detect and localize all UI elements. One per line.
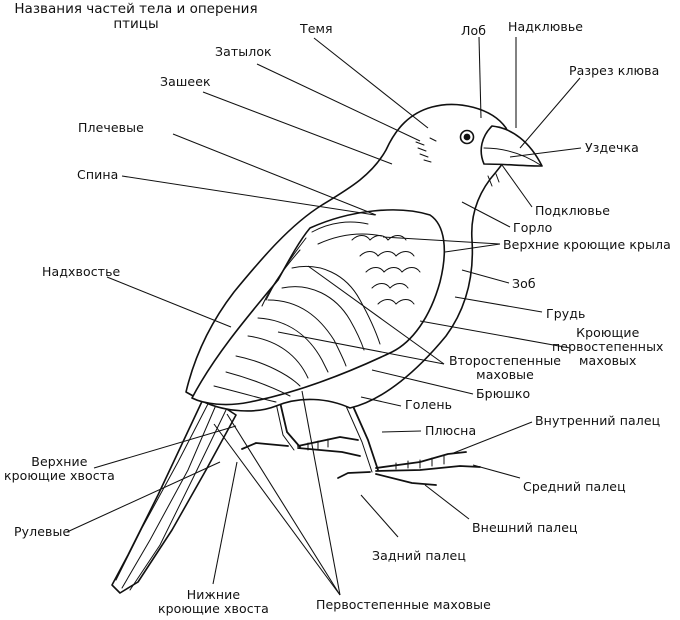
label-plechevye: Плечевые: [78, 120, 144, 135]
label-lob: Лоб: [461, 23, 487, 38]
label-kroyushchie-pervostepennykh: Кроющие первостепенных маховых: [552, 325, 664, 368]
label-plyusna: Плюсна: [425, 423, 477, 438]
label-zasheek: Зашеек: [160, 74, 211, 89]
label-golen: Голень: [405, 397, 453, 412]
title-line-2: птицы: [113, 16, 159, 32]
label-temya: Темя: [300, 21, 333, 36]
wing: [191, 209, 446, 406]
label-gorlo: Горло: [513, 220, 553, 235]
legs: [241, 401, 481, 486]
diagram-title: Названия частей тела и оперения птицы: [6, 2, 266, 32]
tail: [111, 394, 237, 594]
label-uzdechka: Уздечка: [585, 140, 639, 155]
label-nadkhvostye: Надхвостье: [42, 264, 121, 279]
label-podklyuvye: Подклювье: [535, 203, 611, 218]
label-verkhnie-kroyushchie-kryla: Верхние кроющие крыла: [503, 237, 671, 252]
label-nadklyuvye: Надклювье: [508, 19, 584, 34]
label-sredniy-palets: Средний палец: [523, 479, 626, 494]
leader-lines: [66, 36, 582, 596]
label-zadniy-palets: Задний палец: [372, 548, 466, 563]
title-line-1: Названия частей тела и оперения: [14, 1, 258, 17]
label-vtorostepennye-makhovye: Второстепенные маховые: [449, 353, 562, 382]
label-pervostepennye-makhovye: Первостепенные маховые: [316, 597, 491, 612]
label-zob: Зоб: [512, 276, 536, 291]
label-verkhnie-kroyushchie-khvosta: Верхние кроющие хвоста: [4, 454, 115, 483]
label-spina: Спина: [77, 167, 119, 182]
label-vneshniy-palets: Внешний палец: [472, 520, 578, 535]
label-bryushko: Брюшко: [476, 386, 531, 401]
label-rulevye: Рулевые: [14, 524, 71, 539]
label-razrez-klyuva: Разрез клюва: [569, 63, 660, 78]
label-grud: Грудь: [546, 306, 586, 321]
label-vnutrenniy-palets: Внутренний палец: [535, 413, 661, 428]
label-nizhnie-kroyushchie-khvosta: Нижние кроющие хвоста: [158, 587, 269, 616]
label-zatylok: Затылок: [215, 44, 272, 59]
